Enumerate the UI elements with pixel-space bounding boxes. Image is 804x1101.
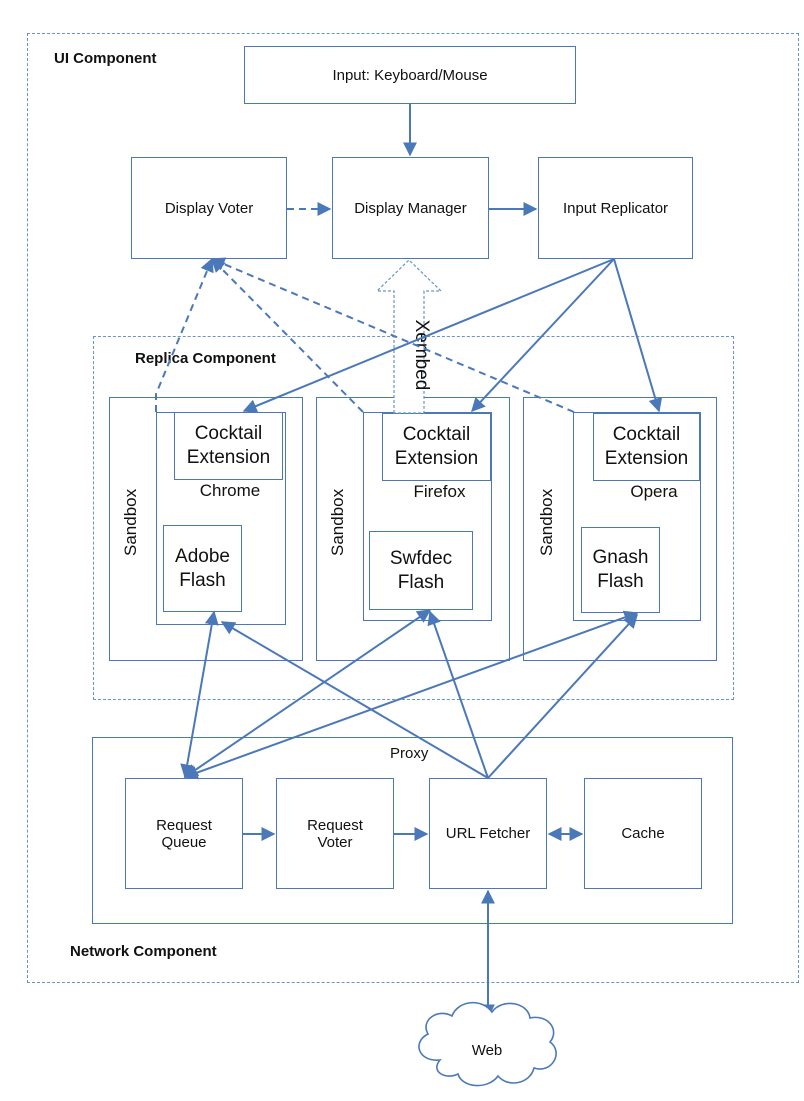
arrow-adobe-to-queue (180, 610, 219, 779)
extension-line1: Cocktail (194, 423, 263, 444)
plugin-line1: Swfdec (389, 547, 453, 569)
request-queue-line2: Queue (161, 833, 207, 851)
arrow-replicator-to-firefox (471, 258, 615, 413)
plugin-gnash-flash: Gnash Flash (581, 527, 660, 613)
plugin-line1: Gnash (592, 547, 649, 568)
request-queue-box: Request Queue (125, 778, 243, 889)
arrow-swfdec-to-queue (183, 609, 432, 778)
dashed-firefox-to-voter (211, 258, 364, 413)
arrow-fetcher-to-adobe (220, 621, 489, 779)
browser-label-firefox: Firefox (413, 482, 466, 501)
extension-line2: Extension (604, 448, 689, 469)
ui-component-label: UI Component (54, 50, 157, 67)
request-queue-line1: Request (156, 816, 212, 834)
display-manager-box: Display Manager (332, 157, 489, 259)
extension-line2: Extension (394, 448, 479, 469)
cocktail-extension-opera: Cocktail Extension (593, 413, 700, 481)
plugin-line2: Flash (597, 571, 644, 592)
dashed-chrome-to-voter (155, 257, 214, 412)
request-voter-line2: Voter (317, 833, 353, 851)
replica-component-label: Replica Component (135, 350, 276, 367)
web-cloud (418, 1001, 557, 1087)
xembed-arrow (375, 259, 443, 414)
arrow-fetcher-to-gnash (487, 613, 638, 779)
arrow-gnash-to-queue (183, 610, 639, 780)
cocktail-extension-firefox: Cocktail Extension (382, 413, 491, 481)
url-fetcher-box: URL Fetcher (429, 778, 547, 889)
plugin-swfdec-flash: Swfdec Flash (369, 531, 473, 610)
plugin-line2: Flash (179, 569, 226, 591)
extension-line2: Extension (186, 447, 271, 468)
plugin-line2: Flash (397, 571, 445, 593)
plugin-line1: Adobe (175, 545, 230, 567)
input-keyboard-mouse-box: Input: Keyboard/Mouse (244, 46, 576, 104)
ui-component-region (27, 33, 799, 983)
browser-label-chrome: Chrome (199, 481, 261, 500)
xembed-label: Xembed (411, 320, 432, 391)
cache-box: Cache (584, 778, 702, 889)
arrow-replicator-to-opera (613, 258, 663, 413)
request-voter-line1: Request (307, 816, 363, 834)
arrow-fetcher-to-swfdec (427, 610, 489, 779)
dashed-opera-to-voter (210, 257, 575, 413)
browser-label-opera: Opera (630, 482, 678, 501)
plugin-adobe-flash: Adobe Flash (163, 525, 242, 612)
arrow-replicator-to-chrome (242, 258, 615, 413)
request-voter-box: Request Voter (276, 778, 394, 889)
extension-line1: Cocktail (402, 424, 471, 445)
input-replicator-box: Input Replicator (538, 157, 693, 259)
network-component-label: Network Component (70, 943, 217, 960)
extension-line1: Cocktail (612, 424, 681, 445)
cocktail-extension-chrome: Cocktail Extension (174, 412, 283, 480)
web-label: Web (472, 1042, 503, 1059)
